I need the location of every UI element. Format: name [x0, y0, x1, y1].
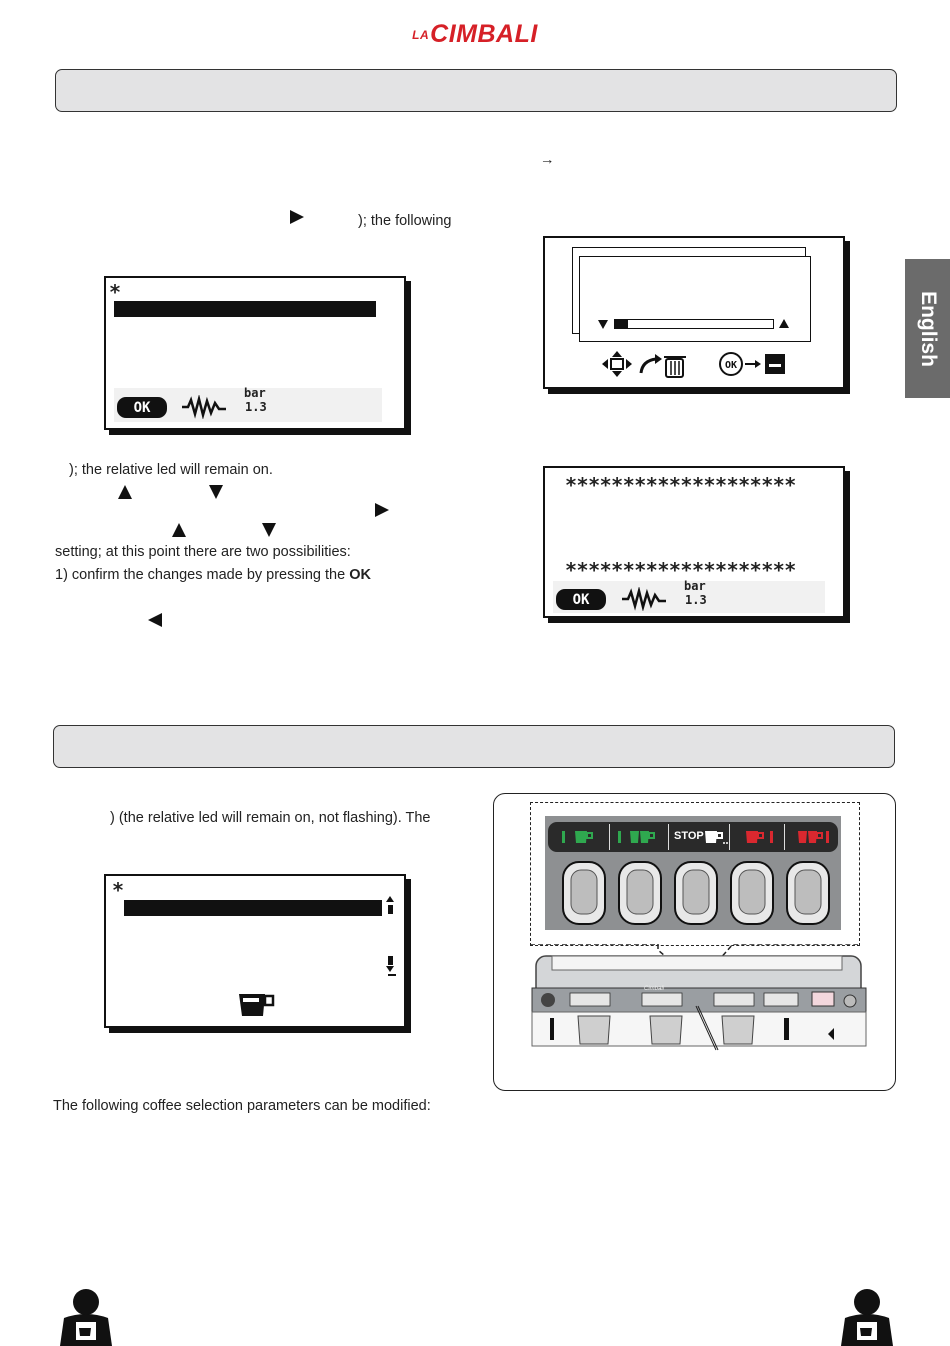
text-confirm-changes: 1) confirm the changes made by pressing …: [55, 567, 371, 583]
machine-illustration-frame: STOP: [493, 793, 896, 1091]
keypad-panel: STOP: [545, 816, 841, 930]
lcd-stars-bottom: ********************: [565, 558, 796, 582]
right-arrow-key-icon-2: [375, 503, 389, 517]
flow-wave-icon: [622, 587, 666, 611]
lcd-pressure-unit: bar: [244, 386, 266, 400]
lcd-display-coffee: *: [104, 874, 406, 1028]
double-cup-red-icon: [798, 831, 823, 843]
led-red-2: [826, 831, 829, 843]
coffee-machine-drawing: [530, 944, 867, 1051]
keypad-led-strip: STOP: [548, 822, 838, 852]
text-setting-possibilities: setting; at this point there are two pos…: [55, 544, 351, 560]
right-arrow-key-icon: [290, 210, 304, 224]
arrow-right-symbol: →: [540, 152, 555, 168]
single-cup-red-icon: [746, 831, 764, 843]
keypad-divider: [729, 824, 730, 850]
keypad-divider: [668, 824, 669, 850]
coffee-cup-icon: [239, 994, 275, 1016]
led-green-1: [562, 831, 565, 843]
scrollbar-top: [388, 905, 393, 914]
stop-label: STOP: [674, 830, 704, 842]
scrollbar-bottom: [388, 956, 393, 965]
flow-wave-icon: [182, 395, 226, 419]
text-coffee-params: The following coffee selection parameter…: [53, 1098, 431, 1114]
barista-icon-right: [841, 1289, 893, 1346]
section-header-bar-1: [55, 69, 897, 112]
scroll-up-icon: [386, 896, 394, 902]
brand-logo-prefix: LA: [412, 28, 430, 42]
keypad-divider: [784, 824, 785, 850]
scroll-down-icon: [386, 966, 394, 972]
lcd-ok-badge: OK: [556, 589, 606, 610]
lcd-stars-top: ********************: [565, 473, 796, 497]
section-header-bar-2: [53, 725, 895, 768]
text-led-not-flashing: ) (the relative led will remain on, not …: [110, 810, 431, 826]
up-arrow-key-icon-2: [172, 523, 186, 537]
lcd-ok-badge: OK: [117, 397, 167, 418]
lcd-pressure-unit: bar: [684, 579, 706, 593]
machine-brand-label: Cimbali: [644, 986, 665, 992]
scroll-end-mark: [388, 974, 396, 976]
decrease-arrow-icon: [598, 320, 608, 329]
lcd-display-menu: * OK bar 1.3: [104, 276, 406, 430]
language-tab-label: English: [916, 290, 940, 367]
lcd-display-edit: OK: [543, 236, 845, 389]
led-green-2: [618, 831, 621, 843]
ok-key-label: OK: [349, 567, 371, 583]
brand-logo-name: CIMBALI: [430, 20, 538, 48]
lcd-front-panel: [579, 256, 811, 342]
keypad-buttons: [562, 861, 830, 925]
navigate-move-delete-icons: [602, 351, 686, 378]
increase-arrow-icon: [779, 319, 789, 328]
down-arrow-key-icon-2: [262, 523, 276, 537]
lcd-pressure-value: 1.3: [685, 593, 707, 607]
lcd-display-confirm: ******************** *******************…: [543, 466, 845, 618]
text-the-following: ); the following: [358, 213, 452, 229]
brand-logo: LACIMBALI: [0, 20, 950, 49]
barista-icon-left: [60, 1289, 112, 1346]
ok-save-icon: OK: [719, 352, 785, 376]
language-tab[interactable]: English: [905, 259, 950, 398]
led-red-1: [770, 831, 773, 843]
keypad-divider: [609, 824, 610, 850]
text-led-remain-on: ); the relative led will remain on.: [69, 462, 273, 478]
text-confirm-changes-body: 1) confirm the changes made by pressing …: [55, 567, 346, 583]
lcd-pressure-value: 1.3: [245, 400, 267, 414]
lcd-asterisk: *: [109, 280, 122, 304]
lcd-selected-row-bar: [124, 900, 382, 916]
continuous-cup-icon: [705, 831, 728, 844]
svg-text:OK: OK: [725, 360, 737, 371]
down-arrow-key-icon: [209, 485, 223, 499]
value-progress-bar: [614, 319, 774, 329]
lcd-ok-label: OK: [133, 400, 151, 416]
lcd-ok-label: OK: [572, 592, 590, 608]
lcd-selected-row-bar: [114, 301, 376, 317]
value-progress-fill: [615, 320, 628, 328]
lcd-asterisk: *: [112, 878, 125, 902]
double-cup-green-icon: [630, 831, 655, 843]
up-arrow-key-icon: [118, 485, 132, 499]
left-arrow-key-icon: [148, 613, 162, 627]
keypad-zoom-box: [530, 802, 860, 946]
single-cup-green-icon: [575, 831, 593, 843]
